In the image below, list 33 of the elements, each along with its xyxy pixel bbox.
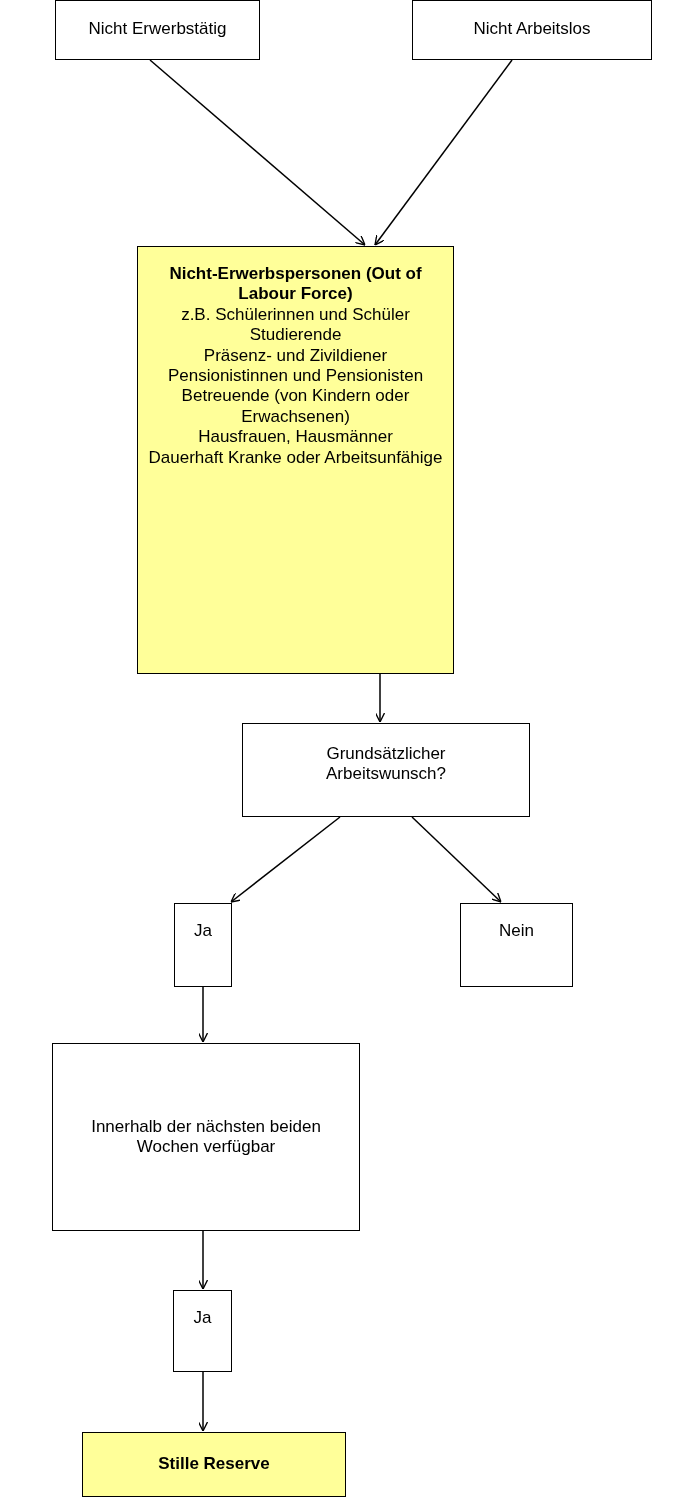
arrow	[411, 816, 502, 903]
box-text: Nicht Erwerbstätig	[88, 19, 227, 40]
heading-text: Stille Reserve	[158, 1454, 270, 1475]
box-text: Dauerhaft Kranke oder Arbeitsunfähige	[148, 447, 443, 468]
process-box	[173, 1290, 232, 1372]
process-box	[52, 1043, 360, 1231]
arrow	[374, 59, 513, 246]
arrow	[230, 816, 341, 903]
box-text: Pensionistinnen und Pensionisten	[167, 365, 424, 387]
box-text: Studierende	[249, 325, 342, 346]
box-text: Ja	[193, 1308, 212, 1329]
process-box	[242, 723, 530, 817]
process-box	[174, 903, 232, 987]
heading-text: Nicht-Erwerbspersonen (Out of Labour Force)	[168, 264, 423, 305]
arrow	[197, 1230, 209, 1290]
box-text: Nicht Arbeitslos	[473, 19, 591, 40]
box-text: Innerhalb der nächsten beiden Wochen verfügbar	[90, 1116, 322, 1158]
box-text: Nein	[499, 921, 534, 942]
process-box	[460, 903, 573, 987]
box-text: Präsenz- und Zivildiener	[203, 345, 388, 366]
arrow	[149, 59, 366, 246]
process-box	[82, 1432, 346, 1497]
box-text: z.B. Schülerinnen und Schüler	[181, 304, 410, 326]
process-box	[55, 0, 260, 60]
box-text: Ja	[194, 921, 212, 942]
arrow	[197, 986, 209, 1043]
box-text: Betreuende (von Kindern oder Erwachsenen)	[180, 386, 411, 428]
box-text: Hausfrauen, Hausmänner	[198, 427, 393, 448]
arrow	[197, 1371, 209, 1432]
box-text: Grundsätzlicher Arbeitswunsch?	[325, 744, 447, 785]
arrow	[374, 673, 386, 723]
process-box	[412, 0, 652, 60]
process-box	[137, 246, 454, 674]
